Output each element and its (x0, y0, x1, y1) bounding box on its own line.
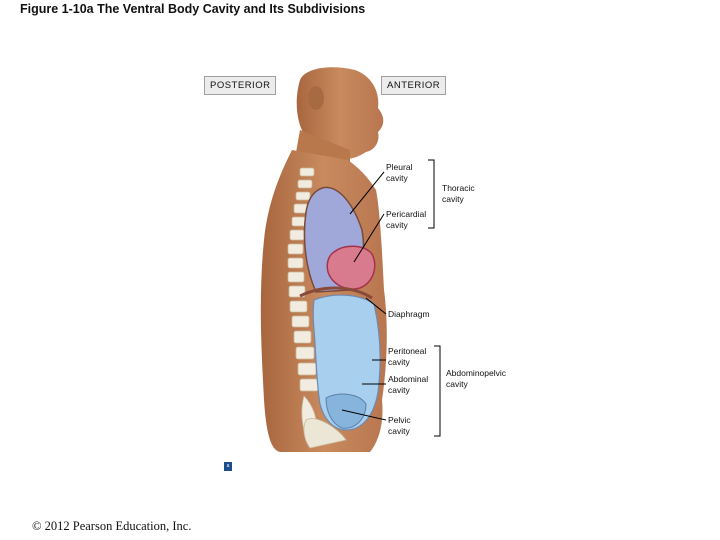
figure-title: Figure 1-10a The Ventral Body Cavity and… (20, 2, 366, 16)
abdominopelvic-bracket (434, 345, 441, 437)
figure-part-badge: a (224, 462, 232, 471)
pericardial-cavity-shape (326, 245, 376, 290)
thoracic-cavity-label: Thoracic cavity (442, 183, 475, 204)
leader-pericardial (353, 213, 385, 263)
thoracic-bracket (428, 159, 435, 229)
leader-diaphragm (365, 297, 387, 315)
pleural-cavity-label: Pleural cavity (386, 162, 413, 183)
leader-pleural (349, 171, 385, 215)
copyright-notice: © 2012 Pearson Education, Inc. (32, 519, 192, 533)
leader-pelvic (341, 409, 387, 421)
anterior-label: ANTERIOR (381, 76, 447, 95)
peritoneal-cavity-label: Peritoneal cavity (388, 346, 427, 367)
pelvic-cavity-label: Pelvic cavity (388, 415, 411, 436)
diaphragm-label: Diaphragm (388, 309, 430, 319)
pericardial-cavity-label: Pericardial cavity (386, 209, 427, 230)
posterior-label: POSTERIOR (204, 76, 277, 95)
abdominopelvic-cavity-label: Abdominopelvic cavity (446, 368, 507, 389)
abdominal-cavity-label: Abdominal cavity (388, 374, 429, 395)
ear (308, 86, 324, 110)
hip-bone (303, 418, 347, 449)
spine (287, 167, 319, 441)
diaphragm-shape (299, 286, 373, 300)
